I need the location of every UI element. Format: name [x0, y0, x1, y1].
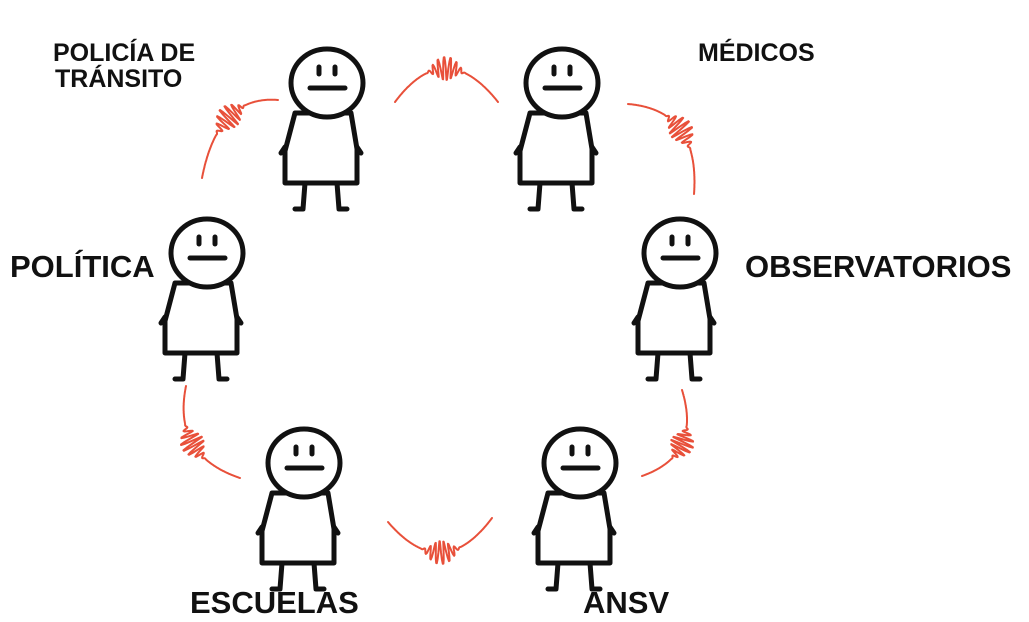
figure-body: [162, 280, 240, 356]
label-escuelas: ESCUELAS: [190, 585, 359, 620]
figures-layer: [158, 46, 719, 592]
figure-ansv: [531, 426, 619, 592]
figure-body: [282, 110, 360, 186]
figure-head: [541, 426, 619, 500]
figure-right-leg: [214, 350, 230, 382]
connection-policia-medicos: [394, 56, 499, 103]
figure-right-leg: [334, 180, 350, 212]
figure-left-arm: [631, 314, 641, 326]
figure-medicos: [513, 46, 601, 212]
figure-left-leg: [545, 560, 561, 592]
figure-right-arm: [234, 314, 244, 326]
figure-right-leg: [569, 180, 585, 212]
label-medicos: MÉDICOS: [698, 39, 815, 67]
figure-body: [635, 280, 713, 356]
label-ansv-line-1: ANSV: [583, 585, 670, 620]
figure-head: [265, 426, 343, 500]
connection-ansv-escuelas: [387, 517, 493, 565]
label-policia-line-1: POLICÍA DE: [53, 39, 196, 67]
figure-left-leg: [527, 180, 543, 212]
figure-body: [535, 490, 613, 566]
figure-right-arm: [354, 144, 364, 156]
figure-left-arm: [278, 144, 288, 156]
figure-right-leg: [587, 560, 603, 592]
connection-medicos-observatorios: [627, 103, 696, 195]
label-policia: POLICÍA DE TRÁNSITO: [53, 40, 195, 93]
figure-body: [259, 490, 337, 566]
figure-politica: [158, 216, 246, 382]
figure-observatorios: [631, 216, 719, 382]
label-observatorios-line-1: OBSERVATORIOS: [745, 249, 1012, 284]
figure-right-leg: [311, 560, 327, 592]
figure-left-leg: [172, 350, 188, 382]
figure-head: [168, 216, 246, 290]
figure-right-leg: [687, 350, 703, 382]
figure-left-arm: [513, 144, 523, 156]
label-escuelas-line-1: ESCUELAS: [190, 585, 359, 620]
figure-policia: [278, 46, 366, 212]
label-ansv: ANSV: [583, 585, 670, 620]
connection-politica-policia: [201, 98, 279, 179]
figure-escuelas: [255, 426, 343, 592]
figure-left-arm: [255, 524, 265, 536]
figure-left-leg: [292, 180, 308, 212]
label-politica: POLÍTICA: [10, 249, 155, 284]
label-medicos-line-1: MÉDICOS: [698, 39, 815, 67]
connection-observatorios-ansv: [641, 389, 695, 477]
label-politica-line-1: POLÍTICA: [10, 249, 155, 284]
label-policia-line-2: TRÁNSITO: [55, 65, 183, 94]
figure-left-arm: [531, 524, 541, 536]
figure-right-arm: [707, 314, 717, 326]
figure-left-arm: [158, 314, 168, 326]
connection-escuelas-politica: [180, 385, 241, 479]
label-observatorios: OBSERVATORIOS: [745, 249, 1012, 284]
figure-left-leg: [645, 350, 661, 382]
figure-right-arm: [331, 524, 341, 536]
figure-left-leg: [269, 560, 285, 592]
figure-body: [517, 110, 595, 186]
figure-head: [641, 216, 719, 290]
figure-head: [523, 46, 601, 120]
figure-right-arm: [607, 524, 617, 536]
connections-layer: [180, 56, 696, 565]
figure-head: [288, 46, 366, 120]
figure-right-arm: [589, 144, 599, 156]
